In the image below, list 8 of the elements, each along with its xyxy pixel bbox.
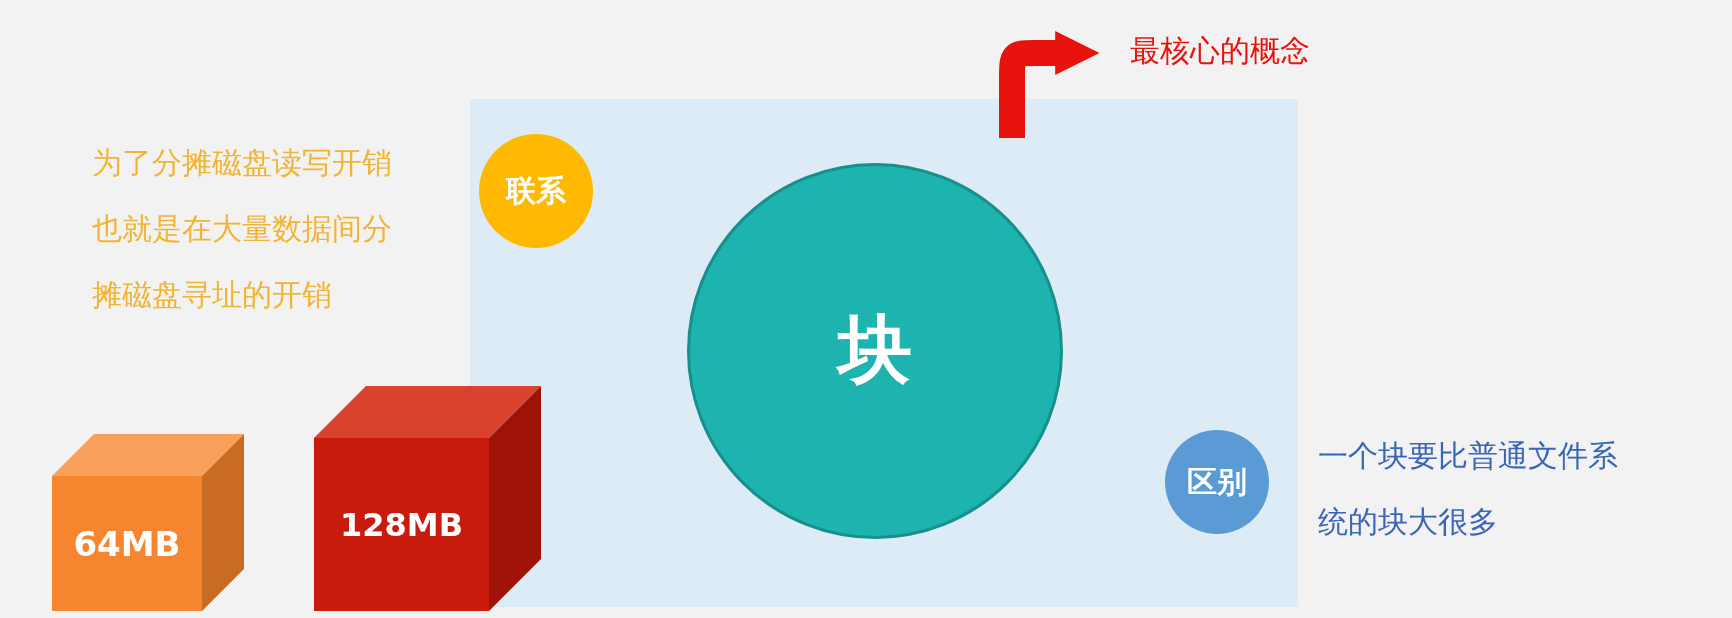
note-text: 为了分摊磁盘读写开销也就是在大量数据间分摊磁盘寻址的开销 [92,144,393,314]
node-label: 128MB [340,505,463,544]
node-label: 联系 [506,171,566,210]
node-label: 64MB [73,523,181,564]
note-text: 一个块要比普通文件系统的块大很多 [1318,437,1619,541]
node-label: 区别 [1187,462,1247,501]
annotation-text: 最核心的概念 [1130,31,1310,70]
arrow [999,30,1100,141]
